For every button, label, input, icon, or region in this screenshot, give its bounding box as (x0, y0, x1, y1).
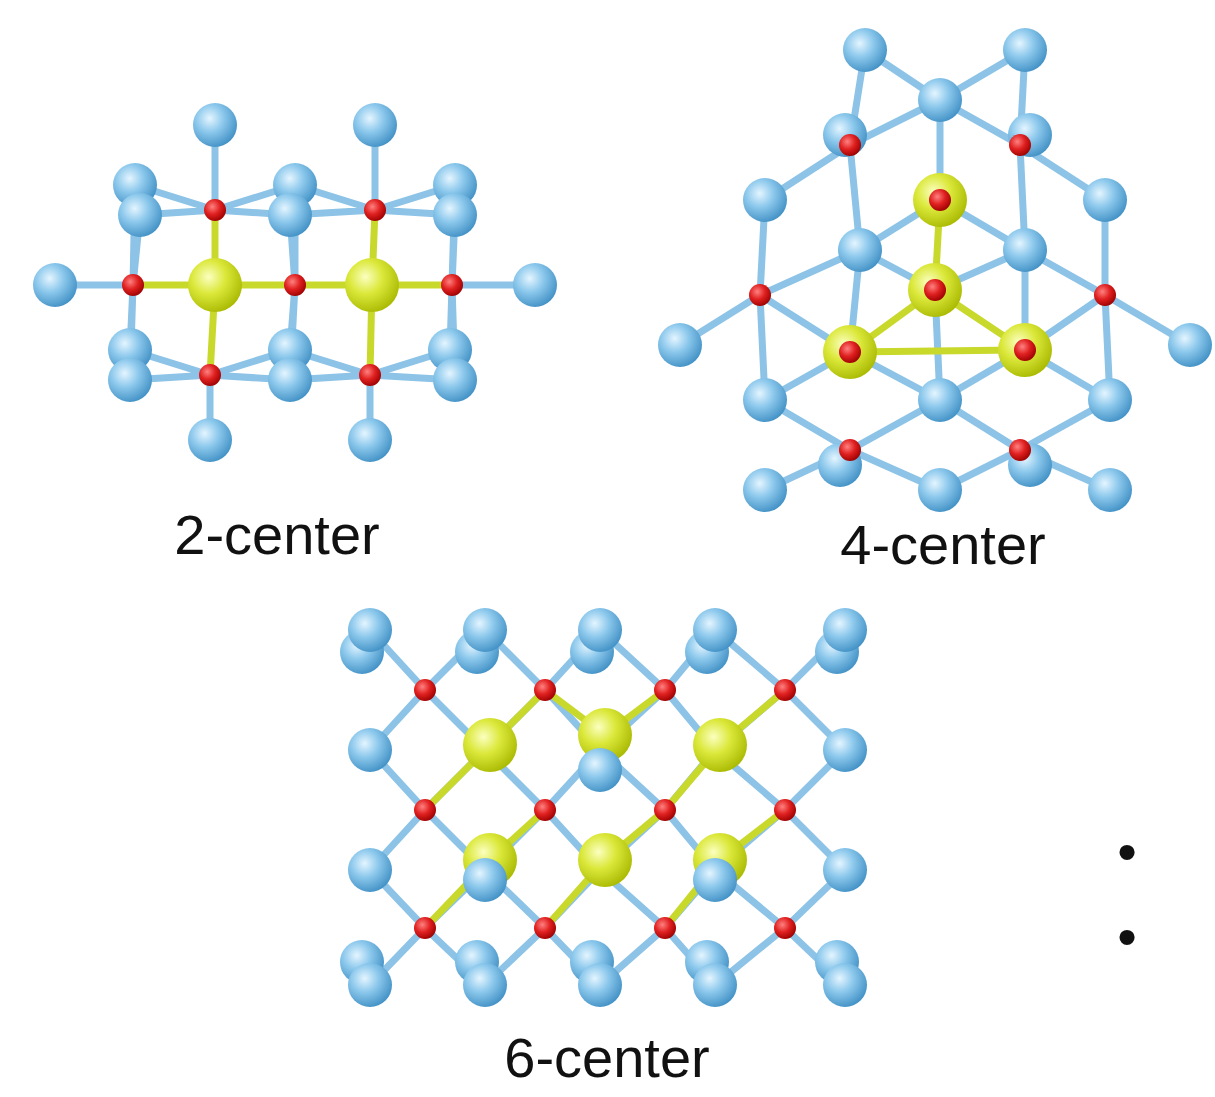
bullet-mark: • (1117, 820, 1137, 884)
metal-bonds (425, 690, 785, 928)
structure-caption: 2-center (174, 503, 379, 567)
structure-caption: 4-center (840, 513, 1045, 577)
bonds (370, 630, 845, 985)
six-center-cluster (340, 608, 867, 1007)
structure-caption: 6-center (504, 1026, 709, 1090)
bullet-mark: • (1117, 905, 1137, 969)
four-center-cluster (658, 28, 1212, 512)
two-center-cluster (33, 103, 557, 462)
bonds (55, 125, 535, 440)
bonds (680, 50, 1190, 490)
